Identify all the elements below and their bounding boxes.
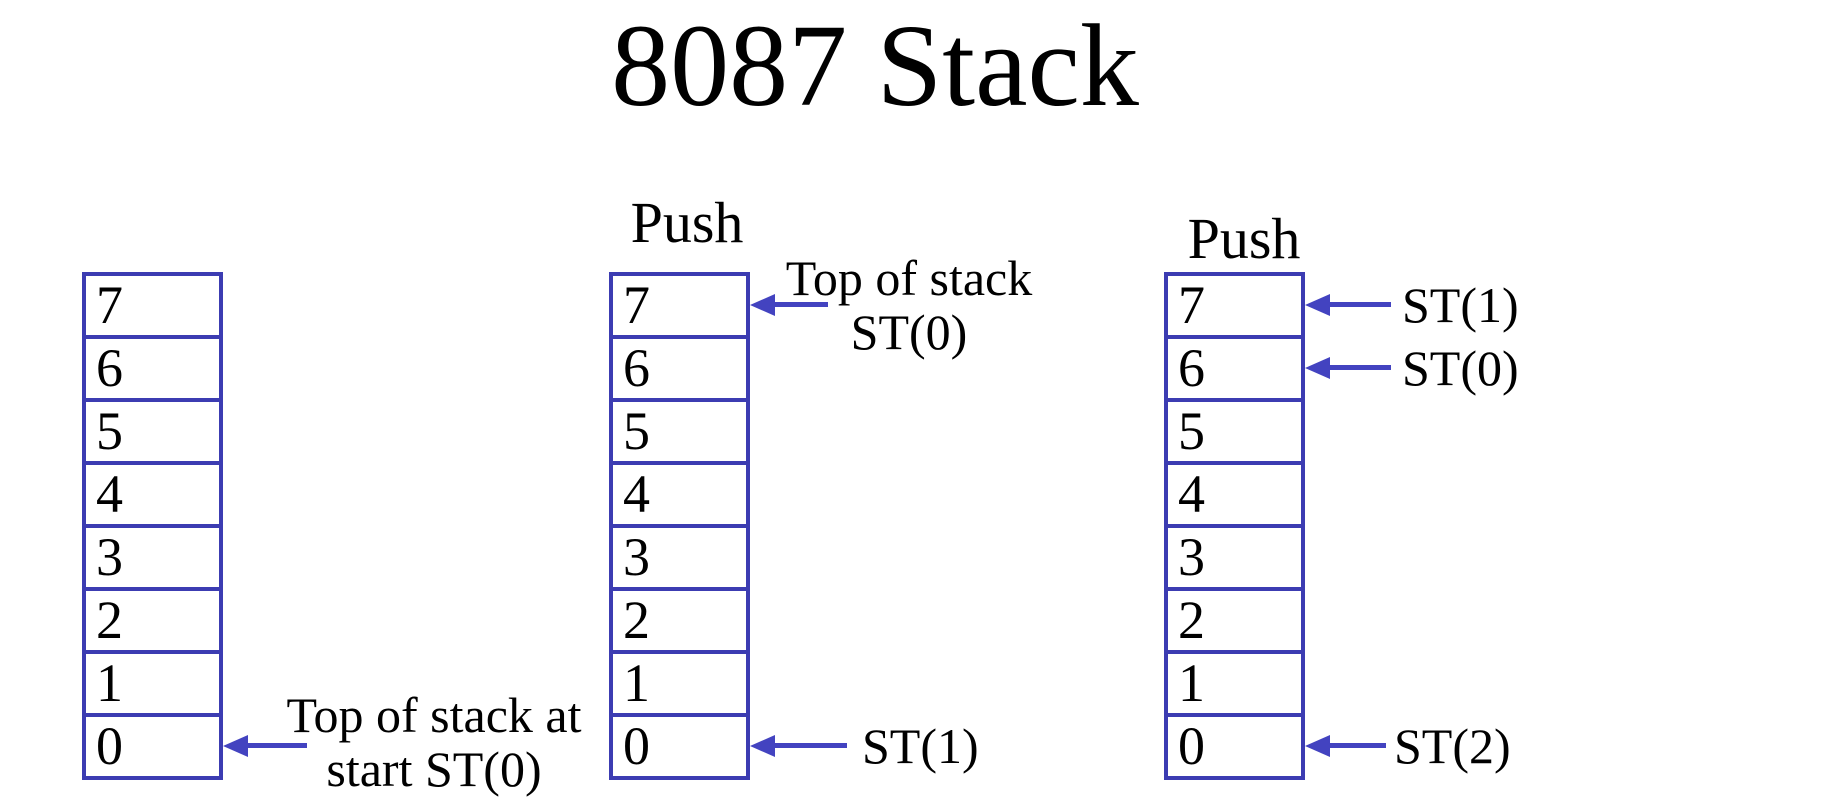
cell-label: 1 [1178,653,1205,713]
stack-cell: 5 [613,402,746,465]
annotation-line: ST(1) [862,718,979,774]
cell-label: 6 [1178,338,1205,398]
arrow-st1-push1 [750,735,847,757]
cell-label: 3 [623,527,650,587]
cell-label: 3 [96,527,123,587]
arrow-shaft [770,743,847,748]
stack-cell: 5 [86,402,219,465]
arrow-shaft [770,302,828,307]
push-label-first: Push [630,190,744,255]
arrowhead-left-icon [750,735,775,757]
cell-label: 4 [623,464,650,524]
arrow-st1-push2 [1305,294,1391,316]
stack-cell: 3 [86,528,219,591]
stack-cell: 6 [1168,339,1301,402]
cell-label: 5 [96,401,123,461]
arrow-st0-push2 [1305,357,1391,379]
stack-cell: 3 [613,528,746,591]
stack-cell: 7 [1168,276,1301,339]
stack-cell: 1 [86,654,219,717]
stack-cell: 0 [613,717,746,776]
stack-cell: 1 [1168,654,1301,717]
stack-cell: 6 [613,339,746,402]
arrow-top-of-stack-push1 [750,294,828,316]
arrow-st2-push2 [1305,735,1386,757]
cell-label: 1 [623,653,650,713]
arrowhead-left-icon [1305,735,1330,757]
cell-label: 1 [96,653,123,713]
cell-label: 2 [1178,590,1205,650]
stack-cell: 3 [1168,528,1301,591]
cell-label: 4 [96,464,123,524]
stack-after-first-push: 7 6 5 4 3 2 1 0 [609,272,750,780]
cell-label: 7 [1178,275,1205,335]
cell-label: 0 [623,716,650,776]
arrow-shaft [1325,365,1391,370]
annotation-initial-top-of-stack: Top of stack at start ST(0) [286,688,581,796]
cell-label: 3 [1178,527,1205,587]
arrowhead-left-icon [223,735,248,757]
annotation-push2-st2: ST(2) [1394,719,1511,773]
stack-cell: 4 [613,465,746,528]
page-title: 8087 Stack [611,0,1139,131]
cell-label: 5 [623,401,650,461]
stack-initial: 7 6 5 4 3 2 1 0 [82,272,223,780]
cell-label: 7 [623,275,650,335]
cell-label: 0 [1178,716,1205,776]
arrow-top-of-stack-initial [223,735,307,757]
cell-label: 4 [1178,464,1205,524]
stack-cell: 2 [613,591,746,654]
annotation-push1-st1: ST(1) [862,719,979,773]
stack-cell: 2 [86,591,219,654]
arrowhead-left-icon [1305,294,1330,316]
annotation-line: ST(0) [1402,340,1519,396]
stack-cell: 1 [613,654,746,717]
stack-cell: 5 [1168,402,1301,465]
arrowhead-left-icon [1305,357,1330,379]
annotation-push2-st1: ST(1) [1402,278,1519,332]
stack-cell: 7 [613,276,746,339]
push-label-second: Push [1187,206,1301,271]
cell-label: 5 [1178,401,1205,461]
stack-cell: 2 [1168,591,1301,654]
annotation-push1-top-of-stack: Top of stack ST(0) [786,251,1032,359]
annotation-line: ST(1) [1402,277,1519,333]
cell-label: 6 [96,338,123,398]
annotation-line: Top of stack at [286,687,582,743]
arrow-shaft [1325,743,1386,748]
stack-cell: 4 [86,465,219,528]
annotation-line: Top of stack [785,250,1033,306]
stack-cell: 0 [1168,717,1301,776]
stack-cell: 7 [86,276,219,339]
arrow-shaft [243,743,307,748]
annotation-line: ST(2) [1394,718,1511,774]
cell-label: 0 [96,716,123,776]
cell-label: 2 [96,590,123,650]
cell-label: 2 [623,590,650,650]
stack-cell: 4 [1168,465,1301,528]
arrowhead-left-icon [750,294,775,316]
annotation-push2-st0: ST(0) [1402,341,1519,395]
annotation-line: start ST(0) [326,741,542,797]
annotation-line: ST(0) [850,304,968,360]
stack-after-second-push: 7 6 5 4 3 2 1 0 [1164,272,1305,780]
stack-cell: 6 [86,339,219,402]
arrow-shaft [1325,302,1391,307]
cell-label: 7 [96,275,123,335]
cell-label: 6 [623,338,650,398]
stack-cell: 0 [86,717,219,776]
